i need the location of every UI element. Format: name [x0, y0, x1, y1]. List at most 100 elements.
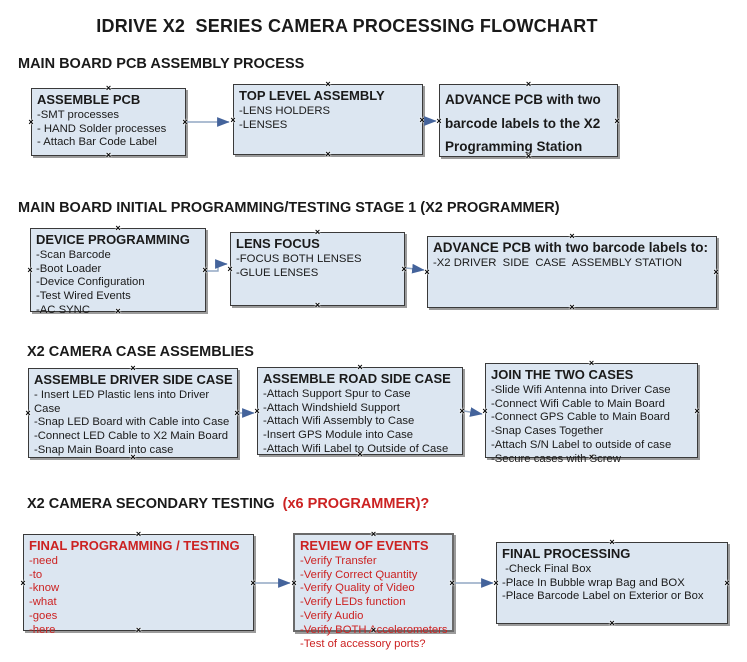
box-item: -Verify Correct Quantity	[300, 568, 418, 581]
box-item: -Verify LEDs function	[300, 596, 406, 609]
box-items: -FOCUS BOTH LENSES-GLUE LENSES	[236, 253, 400, 281]
box-items: -need-to-know-what-goes-here	[29, 555, 249, 638]
connection-handle-icon: ×	[449, 577, 455, 588]
box-title: LENS FOCUS	[236, 236, 320, 251]
box-item: -Connect Wifi Cable to Main Board	[491, 397, 665, 410]
box-title: ADVANCE PCB with two barcode labels to t…	[445, 92, 605, 155]
connection-handle-icon: ×	[713, 267, 719, 277]
box-item: -Attach Wifi Assembly to Case	[263, 415, 415, 428]
box-item: -Slide Wifi Antenna into Driver Case	[491, 383, 671, 396]
connection-handle-icon: ×	[357, 362, 363, 372]
box-title: DEVICE PROGRAMMING	[36, 232, 190, 247]
connection-handle-icon: ×	[115, 223, 121, 233]
flow-box-assemble-pcb: ASSEMBLE PCB -SMT processes- HAND Solder…	[28, 84, 188, 160]
box-item: -X2 DRIVER SIDE CASE ASSEMBLY STATION	[433, 257, 683, 270]
box-item: -Attach Windshield Support	[263, 401, 400, 414]
flow-box-final-programming-testing: FINAL PROGRAMMING / TESTING -need-to-kno…	[20, 530, 256, 637]
connection-handle-icon: ×	[401, 264, 407, 274]
flow-arrow	[405, 263, 425, 274]
box-item: -goes	[29, 610, 58, 623]
flow-box-lens-focus: LENS FOCUS -FOCUS BOTH LENSES-GLUE LENSE…	[227, 228, 407, 310]
box-item: - Insert LED Plastic lens into Driver Ca…	[34, 388, 213, 415]
box-items: -Verify Transfer-Verify Correct Quantity…	[300, 555, 448, 652]
flow-box-review-of-events: REVIEW OF EVENTS -Verify Transfer-Verify…	[291, 529, 455, 651]
connection-handle-icon: ×	[27, 265, 33, 275]
connection-handle-icon: ×	[314, 227, 321, 237]
box-item: -Test Wired Events	[36, 290, 131, 303]
box-item: -AC SYNC	[36, 304, 90, 317]
box-item: -Attach Wifi Label to Outside of Case	[263, 443, 449, 456]
box-item: -know	[29, 582, 60, 595]
box-title: FINAL PROGRAMMING / TESTING	[29, 538, 240, 553]
box-item: -Check Final Box	[502, 562, 592, 575]
box-item: -SMT processes	[37, 108, 120, 121]
box-item: -LENS HOLDERS	[239, 104, 331, 117]
connection-handle-icon: ×	[135, 529, 142, 539]
flow-box-device-programming: DEVICE PROGRAMMING -Scan Barcode-Boot Lo…	[27, 224, 208, 317]
connection-handle-icon: ×	[202, 265, 208, 275]
box-items: -LENS HOLDERS-LENSES	[239, 105, 418, 133]
box-item: -Boot Loader	[36, 262, 102, 275]
connection-handle-icon: ×	[614, 115, 620, 126]
box-item: -Device Configuration	[36, 276, 145, 289]
connection-handle-icon: ×	[182, 117, 188, 127]
box-item: -Place In Bubble wrap Bag and BOX	[502, 576, 685, 589]
connection-handle-icon: ×	[493, 578, 499, 588]
connection-handle-icon: ×	[588, 358, 595, 368]
flow-box-assemble-driver-side-case: ASSEMBLE DRIVER SIDE CASE - Insert LED P…	[25, 364, 240, 462]
connection-handle-icon: ×	[424, 267, 430, 277]
connection-handle-icon: ×	[25, 408, 31, 418]
box-title: ASSEMBLE ROAD SIDE CASE	[263, 371, 451, 386]
box-item: -Snap Cases Together	[491, 425, 604, 438]
connection-handle-icon: ×	[436, 115, 442, 126]
box-item: -Scan Barcode	[36, 248, 111, 261]
box-title: JOIN THE TWO CASES	[491, 367, 634, 382]
connection-handle-icon: ×	[724, 578, 730, 588]
connection-handle-icon: ×	[314, 300, 321, 310]
connection-handle-icon: ×	[370, 529, 377, 539]
connection-handle-icon: ×	[569, 302, 575, 312]
box-item: -LENSES	[239, 118, 288, 131]
box-item: - Attach Bar Code Label	[37, 136, 157, 149]
connection-handle-icon: ×	[525, 79, 532, 89]
connection-handle-icon: ×	[569, 231, 575, 241]
connection-handle-icon: ×	[482, 405, 488, 416]
flow-box-join-the-two-cases: JOIN THE TWO CASES -Slide Wifi Antenna i…	[482, 359, 699, 466]
box-item: -Test of accessory ports?	[300, 638, 426, 651]
connection-handle-icon: ×	[609, 537, 615, 547]
connection-handle-icon: ×	[28, 117, 34, 127]
flow-arrow	[463, 407, 483, 417]
connection-handle-icon: ×	[105, 150, 112, 160]
flow-arrow	[207, 259, 228, 272]
box-item: -here	[29, 624, 56, 637]
box-item: -Connect GPS Cable to Main Board	[491, 411, 670, 424]
connection-handle-icon: ×	[20, 577, 26, 588]
box-item: -Verify Audio	[300, 610, 364, 623]
box-items: -SMT processes- HAND Solder processes- A…	[37, 109, 181, 151]
box-item: -Verify BOTH Accelerometers	[300, 624, 448, 637]
connection-handle-icon: ×	[325, 149, 331, 159]
connection-handle-icon: ×	[325, 79, 331, 89]
section-header-text: X2 CAMERA SECONDARY TESTING	[27, 496, 279, 512]
box-title: ADVANCE PCB with two barcode labels to:	[433, 240, 709, 255]
box-items: -Scan Barcode-Boot Loader-Device Configu…	[36, 249, 201, 319]
box-item: -FOCUS BOTH LENSES	[236, 252, 362, 265]
connection-handle-icon: ×	[254, 406, 260, 416]
box-item: -GLUE LENSES	[236, 266, 319, 279]
section-header-initial-programming: MAIN BOARD INITIAL PROGRAMMING/TESTING S…	[18, 200, 560, 216]
connection-handle-icon: ×	[130, 363, 136, 373]
box-title: REVIEW OF EVENTS	[300, 538, 429, 553]
flow-box-advance-pcb-case-assembly: ADVANCE PCB with two barcode labels to: …	[424, 232, 719, 312]
connection-handle-icon: ×	[234, 408, 240, 418]
box-item: -Snap Main Board into case	[34, 444, 174, 457]
box-item: -to	[29, 568, 43, 581]
connection-handle-icon: ×	[250, 577, 256, 588]
box-item: -Secure cases with Screw	[491, 453, 621, 466]
box-item: -need	[29, 554, 58, 567]
box-items: -Slide Wifi Antenna into Driver Case-Con…	[491, 384, 693, 467]
flow-box-top-level-assembly: TOP LEVEL ASSEMBLY -LENS HOLDERS-LENSES …	[230, 80, 425, 159]
connection-handle-icon: ×	[609, 618, 615, 628]
box-item: - HAND Solder processes	[37, 122, 167, 135]
connection-handle-icon: ×	[419, 114, 425, 125]
